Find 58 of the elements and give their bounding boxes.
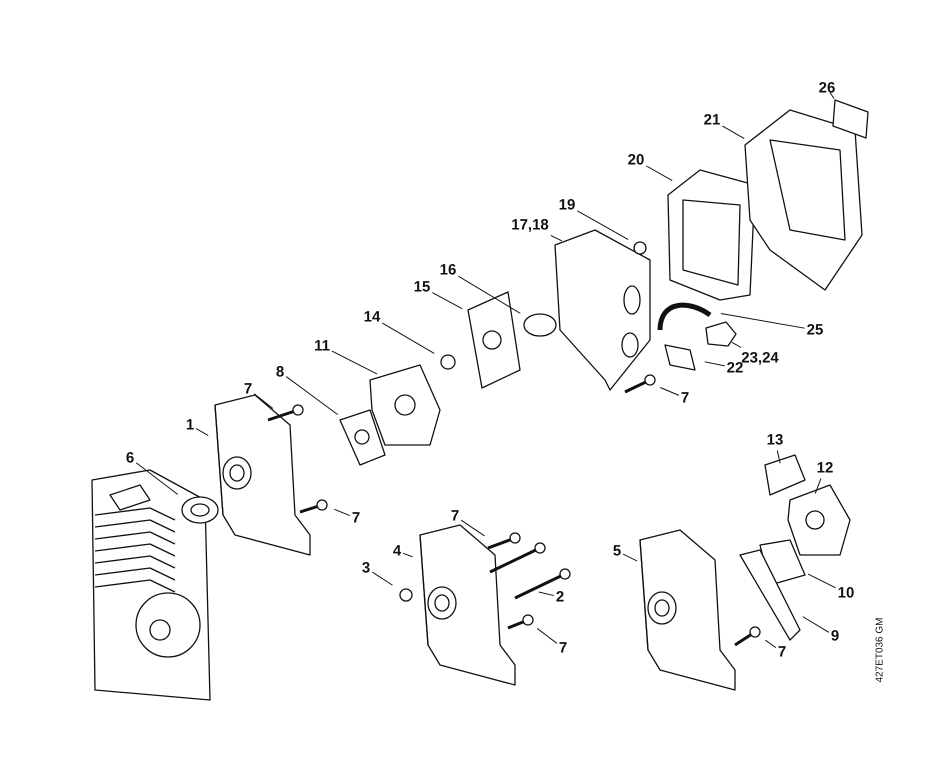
drawing-number: 427ET036 GM — [874, 617, 886, 683]
leader-line — [622, 554, 638, 562]
callout-number: 21 — [704, 112, 720, 128]
callout-number: 8 — [276, 364, 284, 380]
callout-number: 7 — [778, 644, 786, 660]
leader-line — [660, 387, 680, 396]
callout-number: 7 — [352, 510, 360, 526]
leader-line — [331, 350, 378, 374]
callout-number: 14 — [364, 308, 380, 326]
leader-line — [731, 342, 742, 348]
callout-number: 19 — [558, 196, 576, 214]
leader-line — [808, 574, 836, 588]
callout-number: 5 — [612, 542, 622, 560]
callout-number: 4 — [392, 542, 402, 560]
leader-line — [720, 313, 806, 329]
leader-line — [402, 552, 414, 558]
callout-number: 1 — [186, 416, 194, 434]
callout-number: 26 — [818, 80, 836, 96]
leader-line — [814, 478, 822, 494]
callout-number: 7 — [558, 640, 568, 656]
leader-line — [334, 508, 350, 516]
leader-line — [538, 592, 554, 596]
leader-line — [646, 165, 673, 182]
callout-number: 11 — [314, 338, 330, 354]
callout-number: 25 — [806, 322, 824, 338]
callout-number: 12 — [816, 460, 834, 476]
leader-line — [764, 640, 776, 648]
leader-line — [722, 125, 745, 140]
leader-line — [802, 616, 830, 633]
callout-number: 23,24 — [741, 350, 779, 366]
callout-number: 3 — [362, 560, 370, 576]
leader-line — [704, 361, 726, 366]
callout-number: 13 — [766, 432, 784, 448]
leader-line — [286, 376, 338, 416]
callout-number: 15 — [414, 278, 430, 296]
leader-line — [550, 234, 562, 242]
callout-number: 6 — [126, 450, 134, 466]
leader-line — [136, 462, 178, 496]
leader-line — [776, 450, 781, 464]
leader-line — [576, 210, 629, 240]
leader-line — [432, 292, 463, 310]
leader-line — [460, 520, 486, 536]
callout-number: 7 — [244, 380, 252, 398]
callout-number: 16 — [440, 262, 456, 278]
callout-number: 7 — [680, 390, 690, 406]
callout-number: 20 — [628, 152, 644, 168]
callout-number: 2 — [556, 588, 564, 606]
callout-number: 17,18 — [511, 216, 549, 234]
leader-line — [536, 628, 558, 644]
leader-line — [458, 276, 521, 314]
leader-line — [196, 428, 209, 436]
leader-line — [372, 572, 393, 586]
callout-number: 9 — [830, 628, 840, 644]
leader-line — [254, 393, 274, 409]
callout-number: 10 — [838, 584, 854, 602]
leader-line — [382, 322, 435, 354]
leader-line — [830, 92, 834, 99]
callout-number: 7 — [450, 508, 460, 524]
